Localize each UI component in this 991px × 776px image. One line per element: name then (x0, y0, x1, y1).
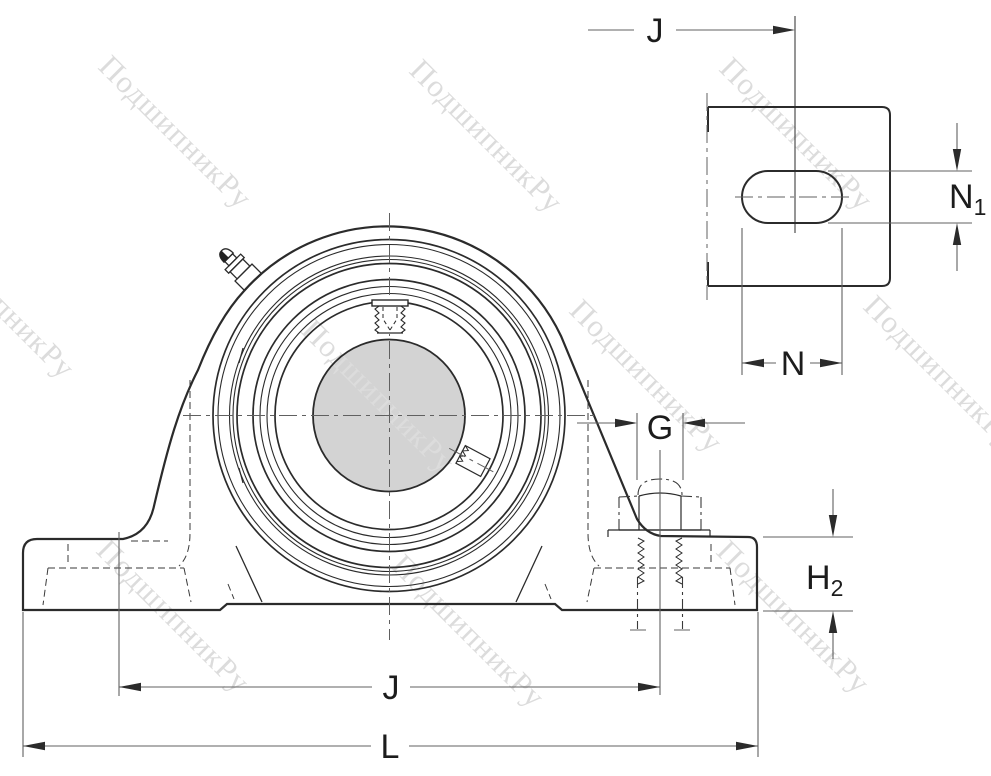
grease-nipple-cap (219, 250, 229, 263)
dim-label-j-top: J (647, 12, 664, 50)
dim-label-n1-base: N (949, 178, 974, 216)
hidden-lines (42, 380, 736, 606)
arrowhead-left (683, 418, 705, 428)
set-screw-angled (448, 444, 495, 478)
foot-pocket-right (586, 544, 736, 606)
arrowhead-right (615, 418, 637, 428)
arrowhead-up (952, 223, 962, 245)
bolt-shank-phantom (636, 577, 684, 629)
bolt-slot (741, 170, 843, 224)
dim-label-j-bottom: J (383, 669, 400, 707)
dim-n: N (741, 228, 843, 383)
dim-label-n1-sub: 1 (974, 194, 987, 220)
dim-label-l: L (381, 728, 400, 766)
arrowhead-left (742, 358, 764, 368)
web-slant-lines (235, 545, 543, 603)
set-screw-thread-right (400, 305, 406, 334)
set-screw-thread-left (374, 305, 380, 334)
recess-hidden-chamfers (227, 583, 552, 600)
grease-nipple (219, 248, 263, 292)
arrowhead-up (828, 611, 838, 633)
arrowhead-right (773, 25, 795, 35)
arrowhead-down (952, 149, 962, 171)
hidden-wall-right (587, 380, 600, 567)
set-screw-top (371, 299, 409, 334)
dim-label-n1: N1 (949, 178, 986, 220)
set-screw-cap (371, 299, 409, 307)
foot-pocket-left (42, 540, 192, 606)
dim-label-g: G (647, 409, 673, 447)
center-lines (183, 213, 598, 640)
seal-joint-ticks (238, 347, 244, 484)
dim-h2: H2 (763, 489, 853, 659)
dim-label-n: N (781, 345, 806, 383)
dim-j-top: J (588, 12, 795, 50)
arrowhead-left (23, 741, 45, 751)
dim-g: G (577, 409, 745, 480)
plan-view (706, 16, 891, 300)
dim-label-h2-base: H (806, 559, 831, 597)
arrowhead-left (119, 682, 141, 692)
arrowhead-down (828, 515, 838, 537)
hex-nut-outer-faces (618, 495, 702, 530)
hidden-wall-left (178, 380, 191, 567)
housing-silhouette (21, 225, 759, 612)
front-view (21, 213, 759, 696)
dim-l: L (22, 612, 759, 766)
plate-outline (708, 106, 891, 287)
dim-label-h2: H2 (806, 559, 843, 601)
hex-nut (619, 492, 701, 531)
arrowhead-right (736, 741, 758, 751)
set-screw-angled-thread (456, 445, 470, 462)
set-screw-socket (382, 307, 398, 331)
mounting-bolt-assembly (607, 450, 711, 695)
dim-label-h2-sub: 2 (831, 575, 844, 601)
dim-j-bottom: J (119, 669, 660, 707)
arrowhead-right (820, 358, 842, 368)
arrowhead-right (638, 682, 660, 692)
dim-n1: N1 (828, 123, 986, 271)
set-screw-angled-axis (448, 447, 495, 473)
dimensions: J N1 N G (22, 12, 986, 766)
